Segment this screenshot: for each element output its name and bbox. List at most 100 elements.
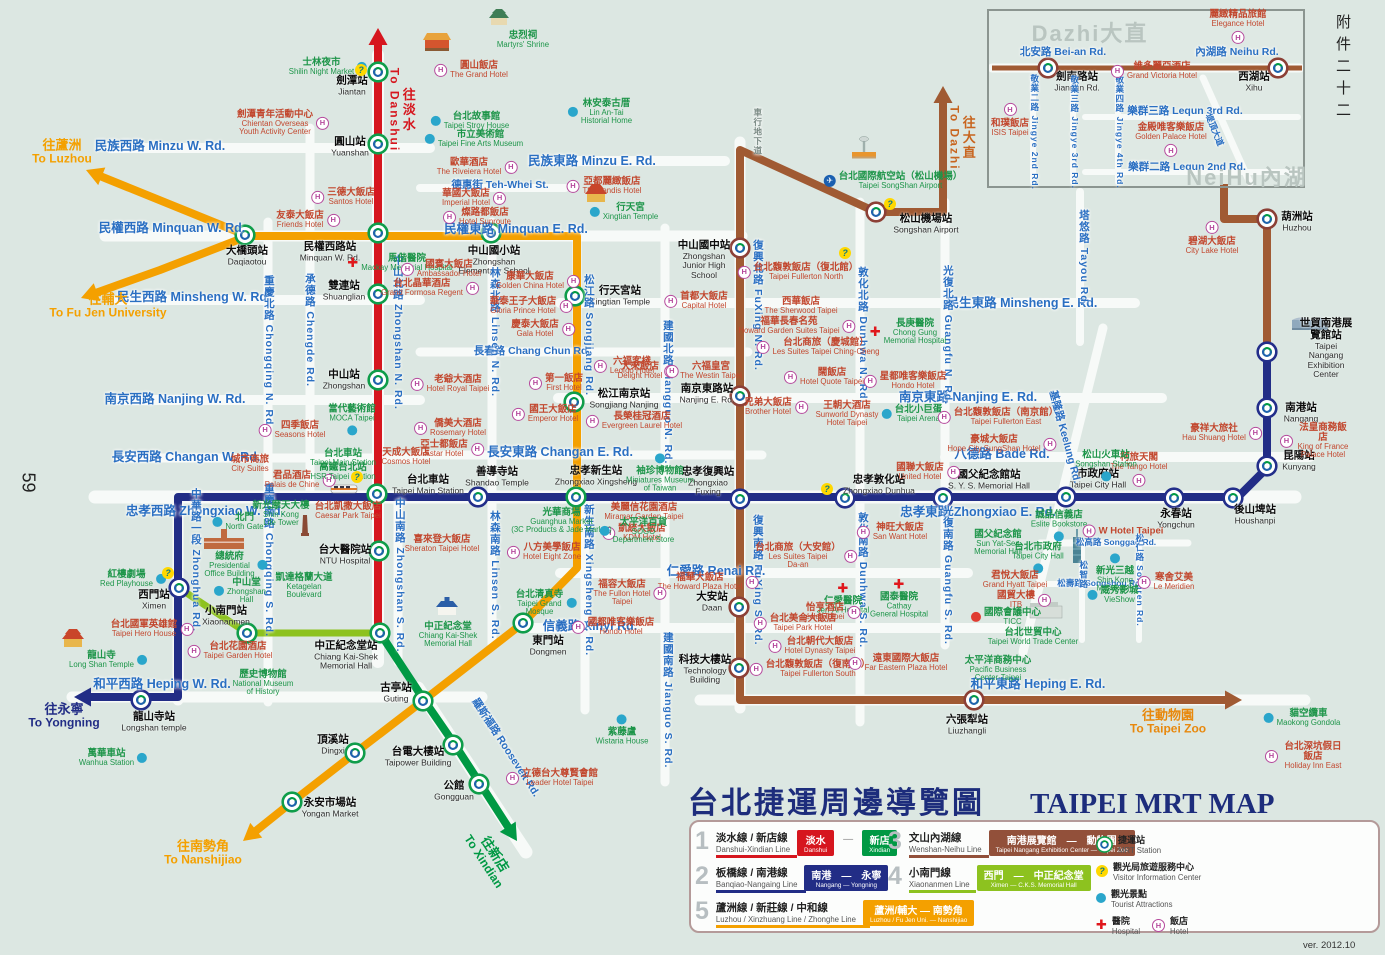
poi-text: 台北國際航空站（松山機場）Taipei SongShan Airport <box>838 170 963 190</box>
mrt-station-icon <box>480 222 502 244</box>
hotel-icon: H <box>665 364 679 378</box>
direction-arrow <box>499 821 517 841</box>
direction-arrow <box>243 822 263 841</box>
legend-line-number: 2 <box>695 862 709 890</box>
hotel-icon: H <box>749 662 763 676</box>
landmark-office <box>204 529 244 549</box>
page-number: 59 <box>18 472 39 493</box>
road-label: 長安東路 Changan E. Rd. <box>487 445 633 459</box>
hotel-icon: H <box>937 410 951 424</box>
metro-line-1 <box>93 170 250 240</box>
mrt-station-icon <box>865 201 887 223</box>
road-label: 和平東路 Heping E. Rd. <box>970 677 1106 691</box>
mrt-station-icon <box>442 734 464 756</box>
hotel-icon: H <box>794 400 808 414</box>
tourist-attraction-dot <box>1109 553 1120 564</box>
road-label: 建國南路 Jianguo S. Rd. <box>661 631 674 769</box>
hotel-icon: H <box>187 644 201 658</box>
mrt-station-icon <box>834 487 856 509</box>
road-label: 車行地下道 <box>752 108 763 156</box>
tourist-attraction-dot <box>424 133 435 144</box>
mrt-station-icon <box>367 222 389 244</box>
road-label: 中華路一段 Zhonghua Rd. <box>189 488 202 632</box>
road-label: 內湖路 Neihu Rd. <box>1195 46 1279 59</box>
hotel-icon: H <box>1038 593 1052 607</box>
tourist-attraction-dot <box>1263 712 1274 723</box>
mrt-station-icon <box>565 486 587 508</box>
hotel-icon: H <box>1164 144 1178 158</box>
road-label: 松智路 <box>1078 560 1089 590</box>
hotel-icon: H <box>847 605 861 619</box>
hotel-icon: H <box>322 473 336 487</box>
road-label: 民族西路 Minzu W. Rd. <box>94 139 226 153</box>
mrt-station-icon <box>1267 57 1289 79</box>
hotel-icon: H <box>783 370 797 384</box>
mrt-station-icon <box>344 742 366 764</box>
hotel-icon: H <box>842 319 856 333</box>
legend-line-number: 4 <box>888 862 902 890</box>
hotel-icon: H <box>442 210 456 224</box>
road-label: 松江路 Songjiang Rd. <box>582 274 595 396</box>
tourist-attraction-dot <box>346 425 357 436</box>
road-label: 忠孝西路 Zhongxiao W. Rd. <box>125 504 285 518</box>
road-label: 敬業四路 Jingye 4th Rd. <box>1114 75 1125 189</box>
visitor-info-icon: ? <box>351 467 363 485</box>
road-label: 松壽路 Songshou Rd. <box>1057 578 1143 589</box>
question-icon: ? <box>884 198 896 211</box>
mrt-station-icon <box>1163 487 1185 509</box>
legend-dash: — <box>843 834 854 845</box>
mrt-station-icon <box>729 385 751 407</box>
hotel-icon: H <box>863 374 877 388</box>
road-label: 長安西路 Changan W. Rd. <box>111 450 261 464</box>
hotel-icon: H <box>848 656 862 670</box>
